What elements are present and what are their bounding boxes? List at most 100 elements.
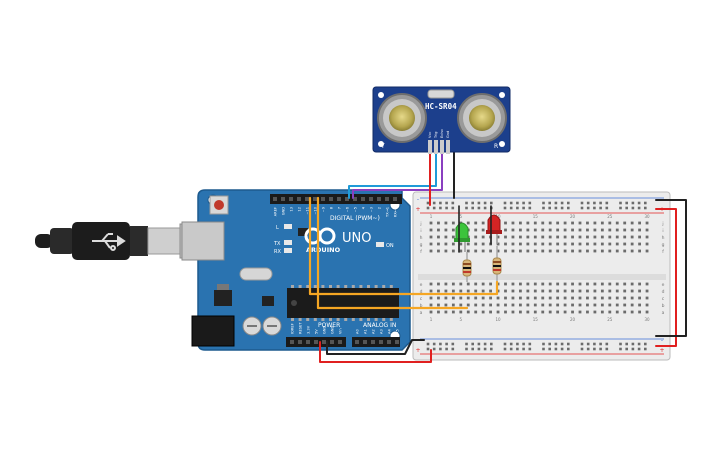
row-letter: b [420, 303, 423, 309]
wire-purple-echo[interactable] [352, 149, 443, 199]
wire-red-5v[interactable] [319, 341, 432, 363]
row-letter: a [420, 311, 423, 316]
digital-pin-label: RX←0 [394, 206, 398, 217]
analog-pin-label: A0 [356, 329, 360, 334]
digital-pin-label: 2 [378, 207, 382, 209]
header-hole[interactable] [353, 197, 357, 201]
header-hole[interactable] [363, 340, 367, 344]
crystal [427, 89, 455, 99]
digital-pin-label: 13 [290, 207, 294, 212]
rail-polarity-mark: + [659, 347, 664, 354]
header-hole[interactable] [306, 340, 310, 344]
column-number: 1 [430, 317, 433, 322]
digital-pin-label: ~3 [370, 207, 374, 212]
header-hole[interactable] [393, 197, 397, 201]
power-pin-label: Vin [339, 328, 343, 334]
transmitter-icon [377, 93, 427, 143]
header-hole[interactable] [330, 340, 334, 344]
digital-pin-label: TX→1 [386, 207, 390, 218]
header-hole[interactable] [289, 197, 293, 201]
row-letter: d [662, 289, 665, 295]
header-hole[interactable] [345, 197, 349, 201]
header-hole[interactable] [314, 340, 318, 344]
header-hole[interactable] [387, 340, 391, 344]
power-pin-label: IOREF [291, 323, 295, 334]
led-on-label: ON [386, 243, 394, 249]
wire-black-gnd-board[interactable] [326, 339, 425, 355]
column-number: 5 [460, 317, 463, 322]
header-hole[interactable] [321, 197, 325, 201]
header-hole[interactable] [369, 197, 373, 201]
digital-header[interactable] [270, 194, 402, 204]
power-header-label: POWER [318, 322, 340, 329]
digital-pin-label: 7 [338, 207, 342, 209]
header-hole[interactable] [377, 197, 381, 201]
header-hole[interactable] [273, 197, 277, 201]
power-pin-label: GND [331, 326, 335, 334]
header-hole[interactable] [385, 197, 389, 201]
row-letter: g [420, 243, 423, 248]
header-hole[interactable] [305, 197, 309, 201]
reset-button-cap[interactable] [214, 200, 224, 210]
column-number: 10 [496, 317, 502, 322]
digital-pin-label: GND [282, 207, 286, 215]
rail-polarity-mark: + [415, 347, 420, 354]
analog-pin-label: A1 [364, 329, 368, 334]
usb-icon [92, 233, 126, 251]
led-l [284, 224, 292, 229]
resistor-1[interactable] [462, 252, 472, 282]
wire-orange-led2[interactable] [316, 196, 469, 310]
digital-pin-label: ~9 [322, 206, 326, 212]
header-hole[interactable] [329, 197, 333, 201]
header-hole[interactable] [281, 197, 285, 201]
header-hole[interactable] [297, 197, 301, 201]
row-letter: a [662, 311, 665, 316]
row-letter: c [420, 297, 423, 302]
header-hole[interactable] [322, 340, 326, 344]
column-number: 15 [533, 214, 539, 219]
column-number: 25 [607, 317, 613, 322]
header-hole[interactable] [290, 340, 294, 344]
header-hole[interactable] [355, 340, 359, 344]
led-l-label: L [276, 225, 279, 231]
digital-pin-label: ~6 [346, 206, 350, 212]
header-hole[interactable] [371, 340, 375, 344]
resistor-2[interactable] [492, 246, 502, 282]
header-hole[interactable] [338, 340, 342, 344]
sensor-pin-label: Gnd [446, 131, 450, 138]
led-rx [284, 248, 292, 253]
header-hole[interactable] [379, 340, 383, 344]
arduino-brand: ARDUINO [306, 246, 341, 254]
row-letter: h [662, 235, 665, 241]
header-hole[interactable] [395, 340, 399, 344]
sensor-pins[interactable] [428, 140, 450, 154]
header-hole[interactable] [337, 197, 341, 201]
header-hole[interactable] [361, 197, 365, 201]
row-letter: i [420, 228, 421, 234]
wire-orange-led1[interactable] [308, 196, 499, 296]
sensor-pin-label: Vcc [428, 132, 432, 138]
rail-polarity-mark: + [415, 206, 420, 213]
led-on [376, 242, 384, 247]
header-hole[interactable] [298, 340, 302, 344]
wire-blue-trig[interactable] [348, 149, 437, 199]
column-number: 1 [430, 214, 433, 219]
column-number: 30 [645, 317, 651, 322]
row-letter: c [662, 297, 665, 302]
wire-red-rail-bridge[interactable] [655, 208, 677, 347]
atmega-chip [287, 288, 399, 318]
digital-pin-label: 4 [362, 206, 366, 209]
row-letter: f [662, 249, 664, 255]
digital-pin-label: AREF [274, 207, 278, 216]
row-letter: j [419, 221, 421, 227]
power-pin-label: RESET [299, 322, 303, 334]
header-hole[interactable] [313, 197, 317, 201]
analog-header[interactable] [352, 337, 400, 347]
wire-black-rail-bridge[interactable] [655, 199, 687, 337]
led-tx-label: TX [273, 241, 281, 247]
